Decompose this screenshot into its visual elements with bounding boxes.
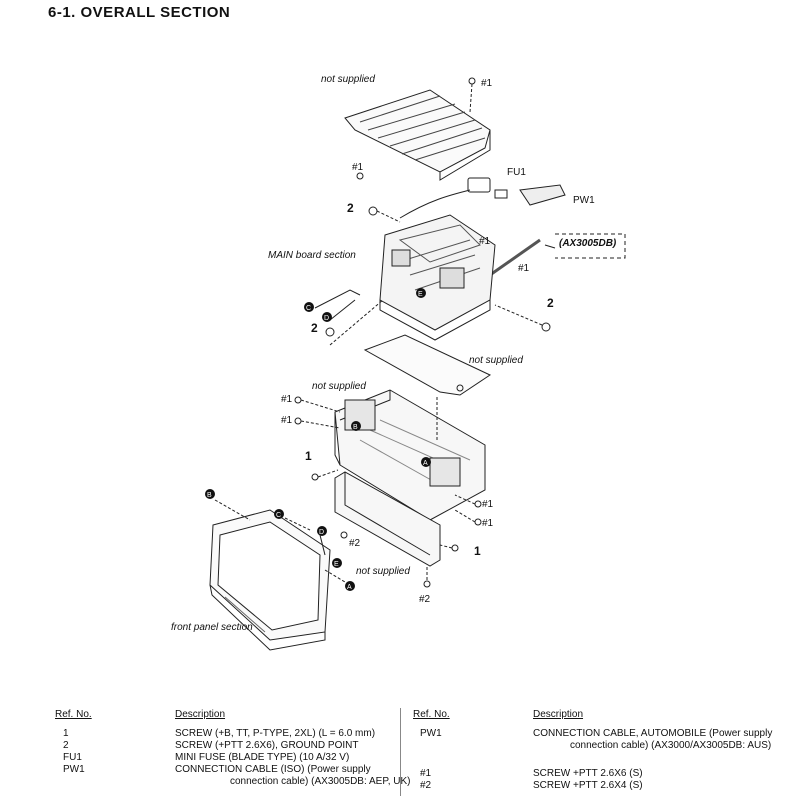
description-header: Description bbox=[533, 709, 584, 720]
main-board bbox=[379, 214, 496, 331]
connector-label-e: E bbox=[418, 291, 423, 298]
description-cell: connection cable) (AX3000/AX3005DB: AUS) bbox=[570, 740, 772, 751]
screw-icon bbox=[474, 500, 482, 508]
screw-label: #1 bbox=[482, 499, 494, 510]
screw-label: #1 bbox=[281, 394, 293, 405]
ref-cell: 2 bbox=[63, 740, 69, 751]
ref-cell: PW1 bbox=[63, 764, 85, 775]
connector-label-b: B bbox=[207, 492, 212, 499]
not-supplied-label: not supplied bbox=[321, 74, 375, 85]
screw-icon bbox=[340, 531, 348, 539]
connector-label-b: B bbox=[353, 424, 358, 431]
screw-icon bbox=[541, 322, 551, 332]
screw-icon bbox=[294, 417, 302, 425]
connector-label-a: A bbox=[423, 460, 428, 467]
cable bbox=[399, 189, 471, 219]
description-cell: SCREW (+B, TT, P-TYPE, 2XL) (L = 6.0 mm) bbox=[175, 728, 376, 739]
ref-cell: FU1 bbox=[63, 752, 82, 763]
ref-label: 2 bbox=[311, 321, 318, 335]
fuse bbox=[494, 189, 508, 199]
screw-icon bbox=[294, 396, 302, 404]
screw-label: #1 bbox=[482, 518, 494, 529]
ref-cell: 1 bbox=[63, 728, 69, 739]
pw1-label: PW1 bbox=[573, 195, 595, 206]
ref-no-header: Ref. No. bbox=[413, 709, 450, 720]
description-cell: SCREW (+PTT 2.6X6), GROUND POINT bbox=[175, 740, 359, 751]
description-cell: SCREW +PTT 2.6X6 (S) bbox=[533, 768, 643, 779]
screw-label: #2 bbox=[349, 538, 361, 549]
pw1-cable bbox=[519, 184, 566, 206]
connector-label-c: C bbox=[276, 512, 281, 519]
ref-label: 1 bbox=[305, 449, 312, 463]
ax-cable bbox=[489, 238, 541, 277]
not-supplied-label: not supplied bbox=[312, 381, 366, 392]
connector-markers: C D E B A B C D E A bbox=[205, 288, 431, 591]
description-header: Description bbox=[175, 709, 226, 720]
page-title: 6-1. OVERALL SECTION bbox=[48, 4, 231, 21]
screw-icon bbox=[468, 77, 476, 85]
connector-label-c: C bbox=[306, 305, 311, 312]
screw-icon bbox=[474, 518, 482, 526]
screw-icon bbox=[368, 206, 378, 216]
screw-icon bbox=[325, 327, 335, 337]
ref-cell: PW1 bbox=[420, 728, 442, 739]
exploded-view-diagram: C D E B A B C D E A not supplied #1 #1 F… bbox=[171, 74, 626, 651]
screw-label: #1 bbox=[352, 162, 364, 173]
ref-label: 2 bbox=[347, 201, 354, 215]
column-divider bbox=[400, 708, 401, 796]
parts-table: Ref. No. Description Ref. No. Descriptio… bbox=[0, 705, 800, 800]
screw-label: #1 bbox=[481, 78, 493, 89]
connector bbox=[467, 177, 491, 193]
not-supplied-label: not supplied bbox=[356, 566, 410, 577]
ref-label: 2 bbox=[547, 296, 554, 310]
connector-label-d: D bbox=[319, 529, 324, 536]
fu1-label: FU1 bbox=[507, 167, 526, 178]
top-cover bbox=[344, 89, 491, 173]
screw-label: #1 bbox=[518, 263, 530, 274]
main-board-label: MAIN board section bbox=[268, 250, 356, 261]
description-cell: CONNECTION CABLE (ISO) (Power supply bbox=[175, 764, 371, 775]
screw-icon bbox=[311, 473, 319, 481]
screw-label: #1 bbox=[479, 236, 491, 247]
screw-icon bbox=[423, 580, 431, 588]
front-panel-label: front panel section bbox=[171, 622, 253, 633]
ref-cell: #1 bbox=[420, 768, 432, 779]
ref-cell: #2 bbox=[420, 780, 432, 791]
description-cell: connection cable) (AX3005DB: AEP, UK) bbox=[230, 776, 411, 787]
screw-label: #1 bbox=[281, 415, 293, 426]
description-cell: SCREW +PTT 2.6X4 (S) bbox=[533, 780, 643, 791]
not-supplied-label: not supplied bbox=[469, 355, 523, 366]
connector-label-a: A bbox=[347, 584, 352, 591]
screw-label: #2 bbox=[419, 594, 431, 605]
screw-icon bbox=[356, 172, 364, 180]
ax3005db-label: (AX3005DB) bbox=[559, 238, 617, 249]
insulation-sheet bbox=[363, 334, 492, 396]
ref-no-header: Ref. No. bbox=[55, 709, 92, 720]
ref-label: 1 bbox=[474, 544, 481, 558]
description-cell: MINI FUSE (BLADE TYPE) (10 A/32 V) bbox=[175, 752, 350, 763]
connector-label-d: D bbox=[324, 315, 329, 322]
description-cell: CONNECTION CABLE, AUTOMOBILE (Power supp… bbox=[533, 728, 773, 739]
connector-label-e: E bbox=[334, 561, 339, 568]
screw-icon bbox=[451, 544, 459, 552]
